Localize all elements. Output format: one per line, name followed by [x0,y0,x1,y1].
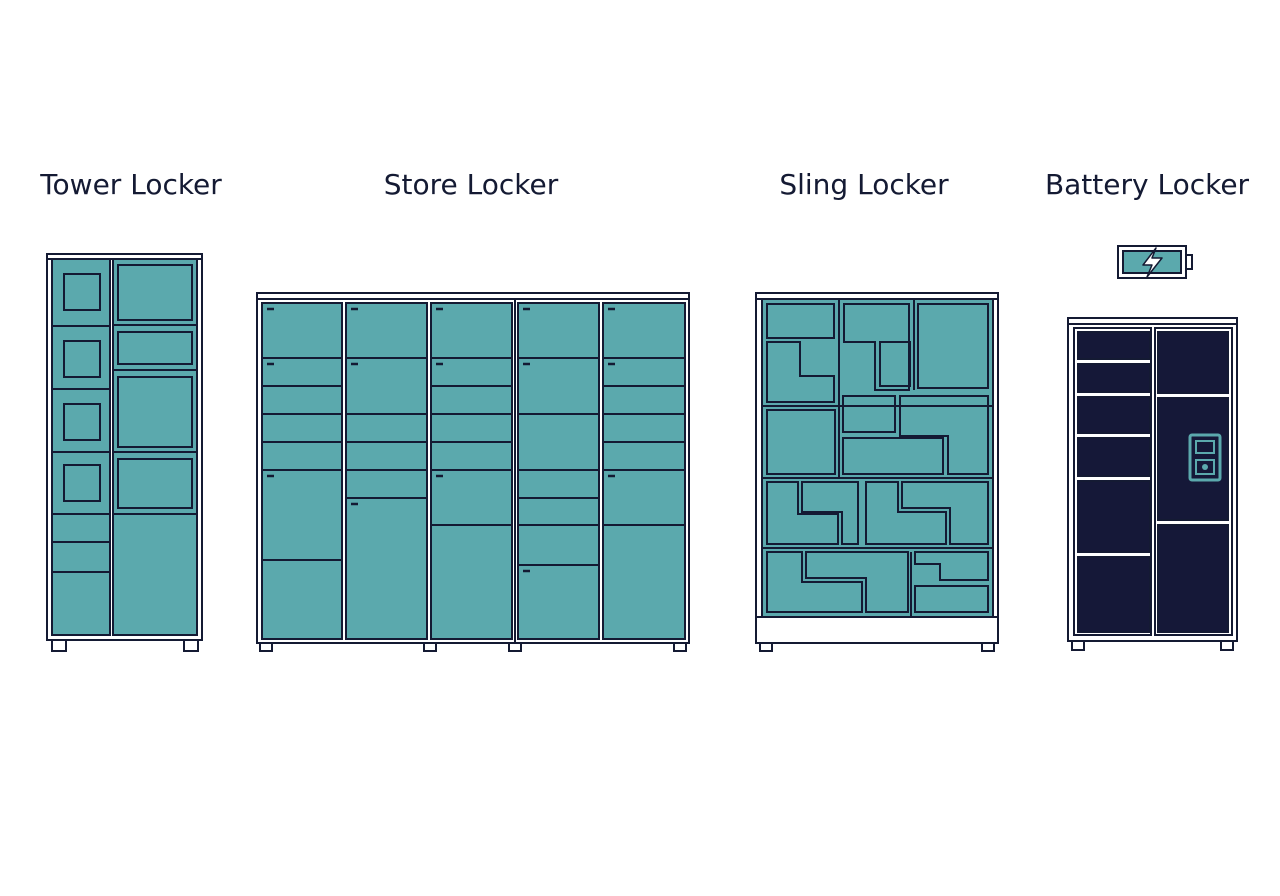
battery-locker-title: Battery Locker [1044,168,1250,201]
store-locker [256,292,690,652]
battery-locker [1067,317,1238,651]
sling-locker [755,292,999,652]
tower-locker [46,253,203,652]
store-locker-title: Store Locker [383,168,559,201]
sling-locker-title: Sling Locker [779,168,949,201]
keypad-panel-icon [1188,433,1222,482]
battery-charging-icon [1117,245,1193,279]
tower-locker-title: Tower Locker [40,168,222,201]
